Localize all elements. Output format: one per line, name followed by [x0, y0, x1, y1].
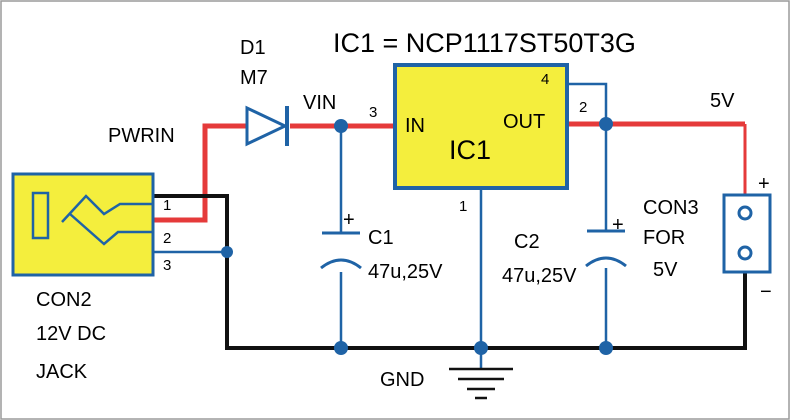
- pwrin-wire: [153, 123, 247, 223]
- c2-polarity-mark: +: [612, 214, 624, 236]
- con3-minus-mark: −: [760, 281, 772, 303]
- d1-value-label: M7: [240, 67, 268, 89]
- con3-pin-negative: [737, 245, 753, 261]
- ic1-out-label: OUT: [503, 111, 545, 133]
- gnd-net-label: GND: [380, 369, 424, 391]
- c2-ref-label: C2: [514, 231, 540, 253]
- ground-wires: [153, 194, 747, 350]
- con3-plus-mark: +: [758, 173, 770, 195]
- con2-desc-label: 12V DC: [36, 323, 106, 345]
- ic1-in-label: IN: [405, 115, 425, 137]
- ic1-ref-label: IC1: [449, 135, 491, 165]
- con2-tip: [69, 213, 153, 246]
- ic1-pin-gnd-number: 1: [459, 198, 467, 215]
- c1-ref-label: C1: [368, 227, 394, 249]
- c1-polarity-mark: +: [343, 209, 355, 231]
- junction-con2-pin3: [221, 246, 233, 258]
- gnd-rail: [153, 194, 747, 350]
- junction-dots: [221, 117, 613, 355]
- con3-desc-label: FOR: [643, 227, 685, 249]
- ic-part-title: IC1 = NCP1117ST50T3G: [333, 28, 636, 58]
- pwrin-net-label: PWRIN: [108, 125, 175, 147]
- junction-gnd-c1: [334, 341, 348, 355]
- d1-ref-label: D1: [240, 37, 266, 59]
- c2-plate-bottom: [585, 256, 627, 268]
- d1-diode: D1 M7: [240, 37, 289, 147]
- ic1-pin-tab-number: 4: [541, 71, 549, 88]
- ic1-pin-out-number: 2: [579, 99, 587, 116]
- 5v-net-label: 5V: [710, 90, 735, 112]
- ic1-pin-in-number: 3: [369, 104, 377, 121]
- con2-pin3-label: 3: [163, 257, 171, 274]
- con2-type-label: JACK: [36, 361, 88, 383]
- ic1-tab-lead: [568, 82, 608, 124]
- con2-pin2-label: 2: [163, 230, 171, 247]
- con2-spring: [61, 194, 153, 223]
- c2-capacitor: + C2 47u,25V: [502, 214, 627, 287]
- junction-vin: [334, 119, 348, 133]
- c1-value-label: 47u,25V: [368, 261, 443, 283]
- con3-ref-label: CON3: [643, 197, 699, 219]
- c2-value-label: 47u,25V: [502, 265, 577, 287]
- con2-sleeve: [31, 191, 50, 240]
- ic1-body: [393, 63, 569, 190]
- junction-gnd-ic1: [474, 341, 488, 355]
- ic1-regulator: 3 IN OUT IC1 4 2 1: [369, 63, 587, 215]
- con2-dc-jack: 1 2 3 CON2 12V DC JACK: [11, 172, 171, 383]
- c1-capacitor: + C1 47u,25V: [320, 209, 443, 283]
- con3-voltage-label: 5V: [653, 259, 678, 281]
- d1-anode-triangle: [245, 105, 289, 147]
- con2-pin1-label: 1: [163, 197, 171, 214]
- con3-output-connector: + − CON3 FOR 5V: [643, 173, 772, 303]
- ground-symbol: GND: [380, 367, 513, 400]
- c1-plate-bottom: [320, 258, 362, 270]
- vin-net-label: VIN: [303, 92, 336, 114]
- junction-5v: [599, 117, 613, 131]
- junction-gnd-c2: [599, 341, 613, 355]
- con2-ref-label: CON2: [36, 289, 92, 311]
- con3-pin-positive: [737, 205, 753, 221]
